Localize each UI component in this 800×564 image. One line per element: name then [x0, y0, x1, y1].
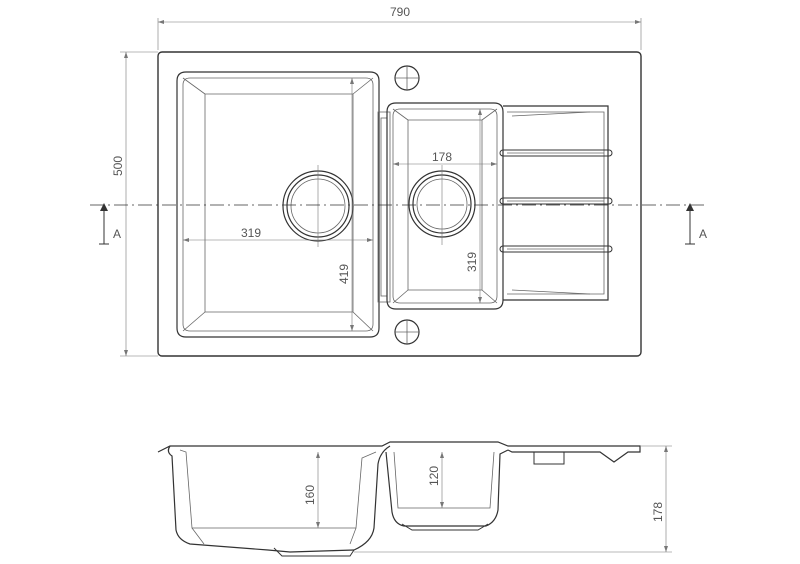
- section-marker-right: A: [685, 203, 707, 245]
- tap-hole-bottom: [394, 319, 420, 345]
- overall-depth-label: 500: [111, 156, 125, 176]
- dimension-overall-height: 178: [354, 445, 672, 553]
- main-bowl: [176, 71, 380, 338]
- small-bowl-height-label: 120: [427, 466, 441, 486]
- sink-outline: [157, 51, 642, 357]
- dimension-overall-width: 790: [157, 5, 642, 50]
- dimension-small-bowl-height: 120: [427, 452, 444, 508]
- section-rim: [157, 441, 641, 463]
- section-view: 160 120 178: [157, 441, 672, 557]
- section-small-bowl-inner: [393, 451, 495, 509]
- small-bowl: [386, 102, 504, 310]
- dimension-small-bowl-depth: 319: [465, 109, 482, 303]
- dimension-main-bowl-width: 319: [183, 226, 373, 242]
- main-bowl-depth-label: 419: [337, 264, 351, 284]
- overall-width-label: 790: [390, 5, 410, 19]
- dimension-main-bowl-height: 160: [303, 452, 320, 528]
- section-marker-label-right: A: [699, 227, 707, 241]
- main-bowl-width-label: 319: [241, 226, 261, 240]
- small-drain: [408, 165, 476, 245]
- main-drain: [282, 165, 354, 247]
- section-main-bowl-outer: [167, 445, 391, 553]
- section-marker-label-left: A: [113, 227, 121, 241]
- section-marker-left: A: [99, 203, 121, 245]
- section-main-bowl-inner: [179, 449, 377, 529]
- section-small-bowl-outer: [385, 449, 509, 527]
- bowl-connector: [377, 111, 391, 303]
- overall-height-label: 178: [651, 502, 665, 522]
- section-drainer-bracket: [533, 452, 565, 465]
- small-bowl-width-label: 178: [432, 150, 452, 164]
- dimension-overall-depth: 500: [111, 51, 158, 357]
- tap-hole-top: [394, 65, 420, 91]
- small-bowl-depth-label: 319: [465, 252, 479, 272]
- plan-view: 790 500: [90, 5, 707, 357]
- dimension-main-bowl-depth: 419: [337, 78, 354, 331]
- main-bowl-height-label: 160: [303, 485, 317, 505]
- drainer: [499, 105, 613, 301]
- dimension-small-bowl-width: 178: [393, 150, 497, 166]
